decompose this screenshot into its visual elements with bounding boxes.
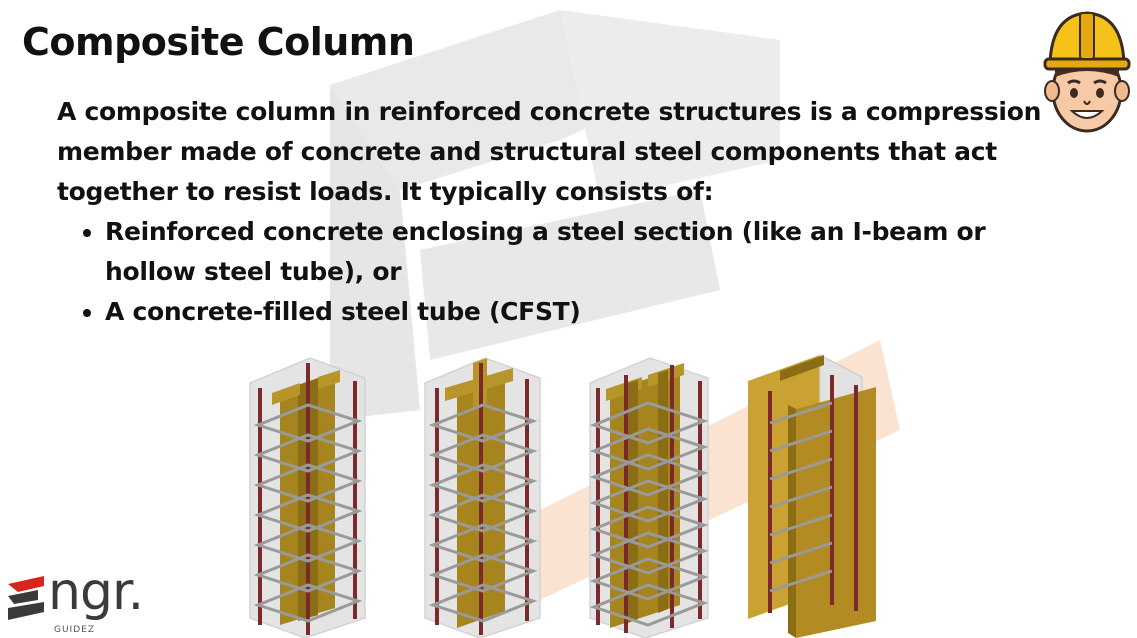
bullet-item: A concrete-filled steel tube (CFST)	[105, 292, 1025, 332]
column-concrete-filled-steel	[748, 353, 876, 638]
slide-content: A composite column in reinforced concret…	[57, 92, 1057, 332]
logo-wordmark: ngr.	[48, 562, 144, 622]
engr-logo-icon: ngr. GUIDEZ	[4, 562, 154, 638]
intro-paragraph: A composite column in reinforced concret…	[57, 97, 1042, 206]
logo-subtitle: GUIDEZ	[54, 625, 95, 635]
column-encased-cross-section	[424, 357, 541, 638]
column-encased-built-up-section	[589, 357, 709, 638]
engr-logo-mark-icon	[8, 576, 44, 620]
composite-columns-illustration	[230, 335, 890, 638]
column-encased-i-beam	[249, 357, 366, 638]
bullet-list: Reinforced concrete enclosing a steel se…	[57, 212, 1057, 332]
page-title: Composite Column	[22, 20, 415, 64]
bullet-item: Reinforced concrete enclosing a steel se…	[105, 212, 1025, 292]
engineer-avatar-icon	[1043, 11, 1131, 133]
